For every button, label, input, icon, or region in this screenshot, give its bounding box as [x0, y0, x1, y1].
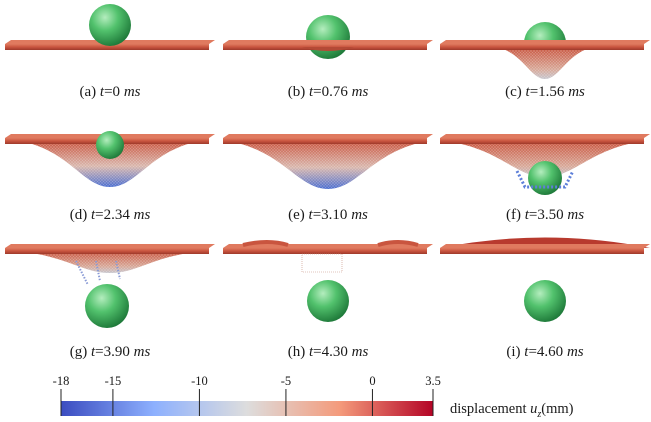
plate-top: [223, 40, 433, 44]
colorbar-tick-label: -10: [191, 374, 208, 388]
plate-top: [440, 244, 650, 248]
plate: [5, 44, 209, 50]
mesh-overlay: [445, 141, 645, 177]
plate: [440, 248, 644, 254]
panel-b: (b) t=0.76 ms: [223, 15, 433, 100]
debris: [301, 253, 343, 273]
colorbar-ticks: -18 -15 -10 -5 0 3.5: [53, 374, 441, 416]
colorbar-tick-label: -5: [281, 374, 291, 388]
sphere: [306, 15, 350, 59]
mesh-overlay: [15, 251, 205, 273]
mesh-overlay: [497, 47, 593, 79]
panels: (a) t=0 ms (b) t=0.76 ms (c) t=1.56 ms (d) …: [5, 4, 650, 360]
colorbar-gradient: [61, 401, 433, 416]
sphere: [89, 4, 131, 46]
sphere: [528, 161, 562, 195]
panel-g: (g) t=3.90 ms: [5, 244, 215, 360]
panel-caption-g: (g) t=3.90 ms: [70, 344, 151, 360]
sphere: [307, 280, 349, 322]
colorbar-label: displacement uz(mm): [450, 401, 574, 420]
panel-caption-d: (d) t=2.34 ms: [70, 207, 151, 223]
colorbar-tick-label: 3.5: [425, 374, 441, 388]
plate: [223, 248, 427, 254]
sphere: [85, 284, 129, 328]
panel-e: (e) t=3.10 ms: [223, 134, 433, 223]
mesh-overlay: [228, 141, 428, 189]
plate-top: [440, 134, 650, 138]
panel-a: (a) t=0 ms: [5, 4, 215, 100]
panel-caption-i: (i) t=4.60 ms: [506, 344, 583, 360]
sphere: [96, 131, 124, 159]
colorbar-tick-label: -18: [53, 374, 70, 388]
panel-f: (f) t=3.50 ms: [440, 134, 650, 223]
debris: [515, 170, 575, 189]
plate-top: [5, 244, 215, 248]
colorbar: -18 -15 -10 -5 0 3.5 displacement uz(mm): [53, 374, 574, 420]
plate: [440, 138, 644, 144]
plate-wave: [242, 240, 419, 247]
panel-caption-a: (a) t=0 ms: [80, 84, 141, 100]
panel-h: (h) t=4.30 ms: [223, 240, 433, 360]
panel-i: (i) t=4.60 ms: [440, 237, 650, 360]
panel-caption-c: (c) t=1.56 ms: [505, 84, 585, 100]
panel-d: (d) t=2.34 ms: [5, 131, 215, 223]
panel-caption-f: (f) t=3.50 ms: [506, 207, 584, 223]
sphere: [524, 280, 566, 322]
panel-caption-h: (h) t=4.30 ms: [288, 344, 369, 360]
debris: [75, 260, 121, 286]
colorbar-tick-label: 0: [369, 374, 375, 388]
panel-caption-e: (e) t=3.10 ms: [288, 207, 368, 223]
plate: [223, 138, 427, 144]
mesh-overlay: [20, 141, 200, 187]
dent: [302, 47, 354, 51]
panel-c: (c) t=1.56 ms: [440, 22, 650, 100]
panel-caption-b: (b) t=0.76 ms: [288, 84, 369, 100]
plate: [5, 248, 209, 254]
plate: [440, 44, 644, 50]
colorbar-tick-label: -15: [105, 374, 122, 388]
plate-top: [223, 134, 433, 138]
plate-top: [440, 40, 650, 44]
